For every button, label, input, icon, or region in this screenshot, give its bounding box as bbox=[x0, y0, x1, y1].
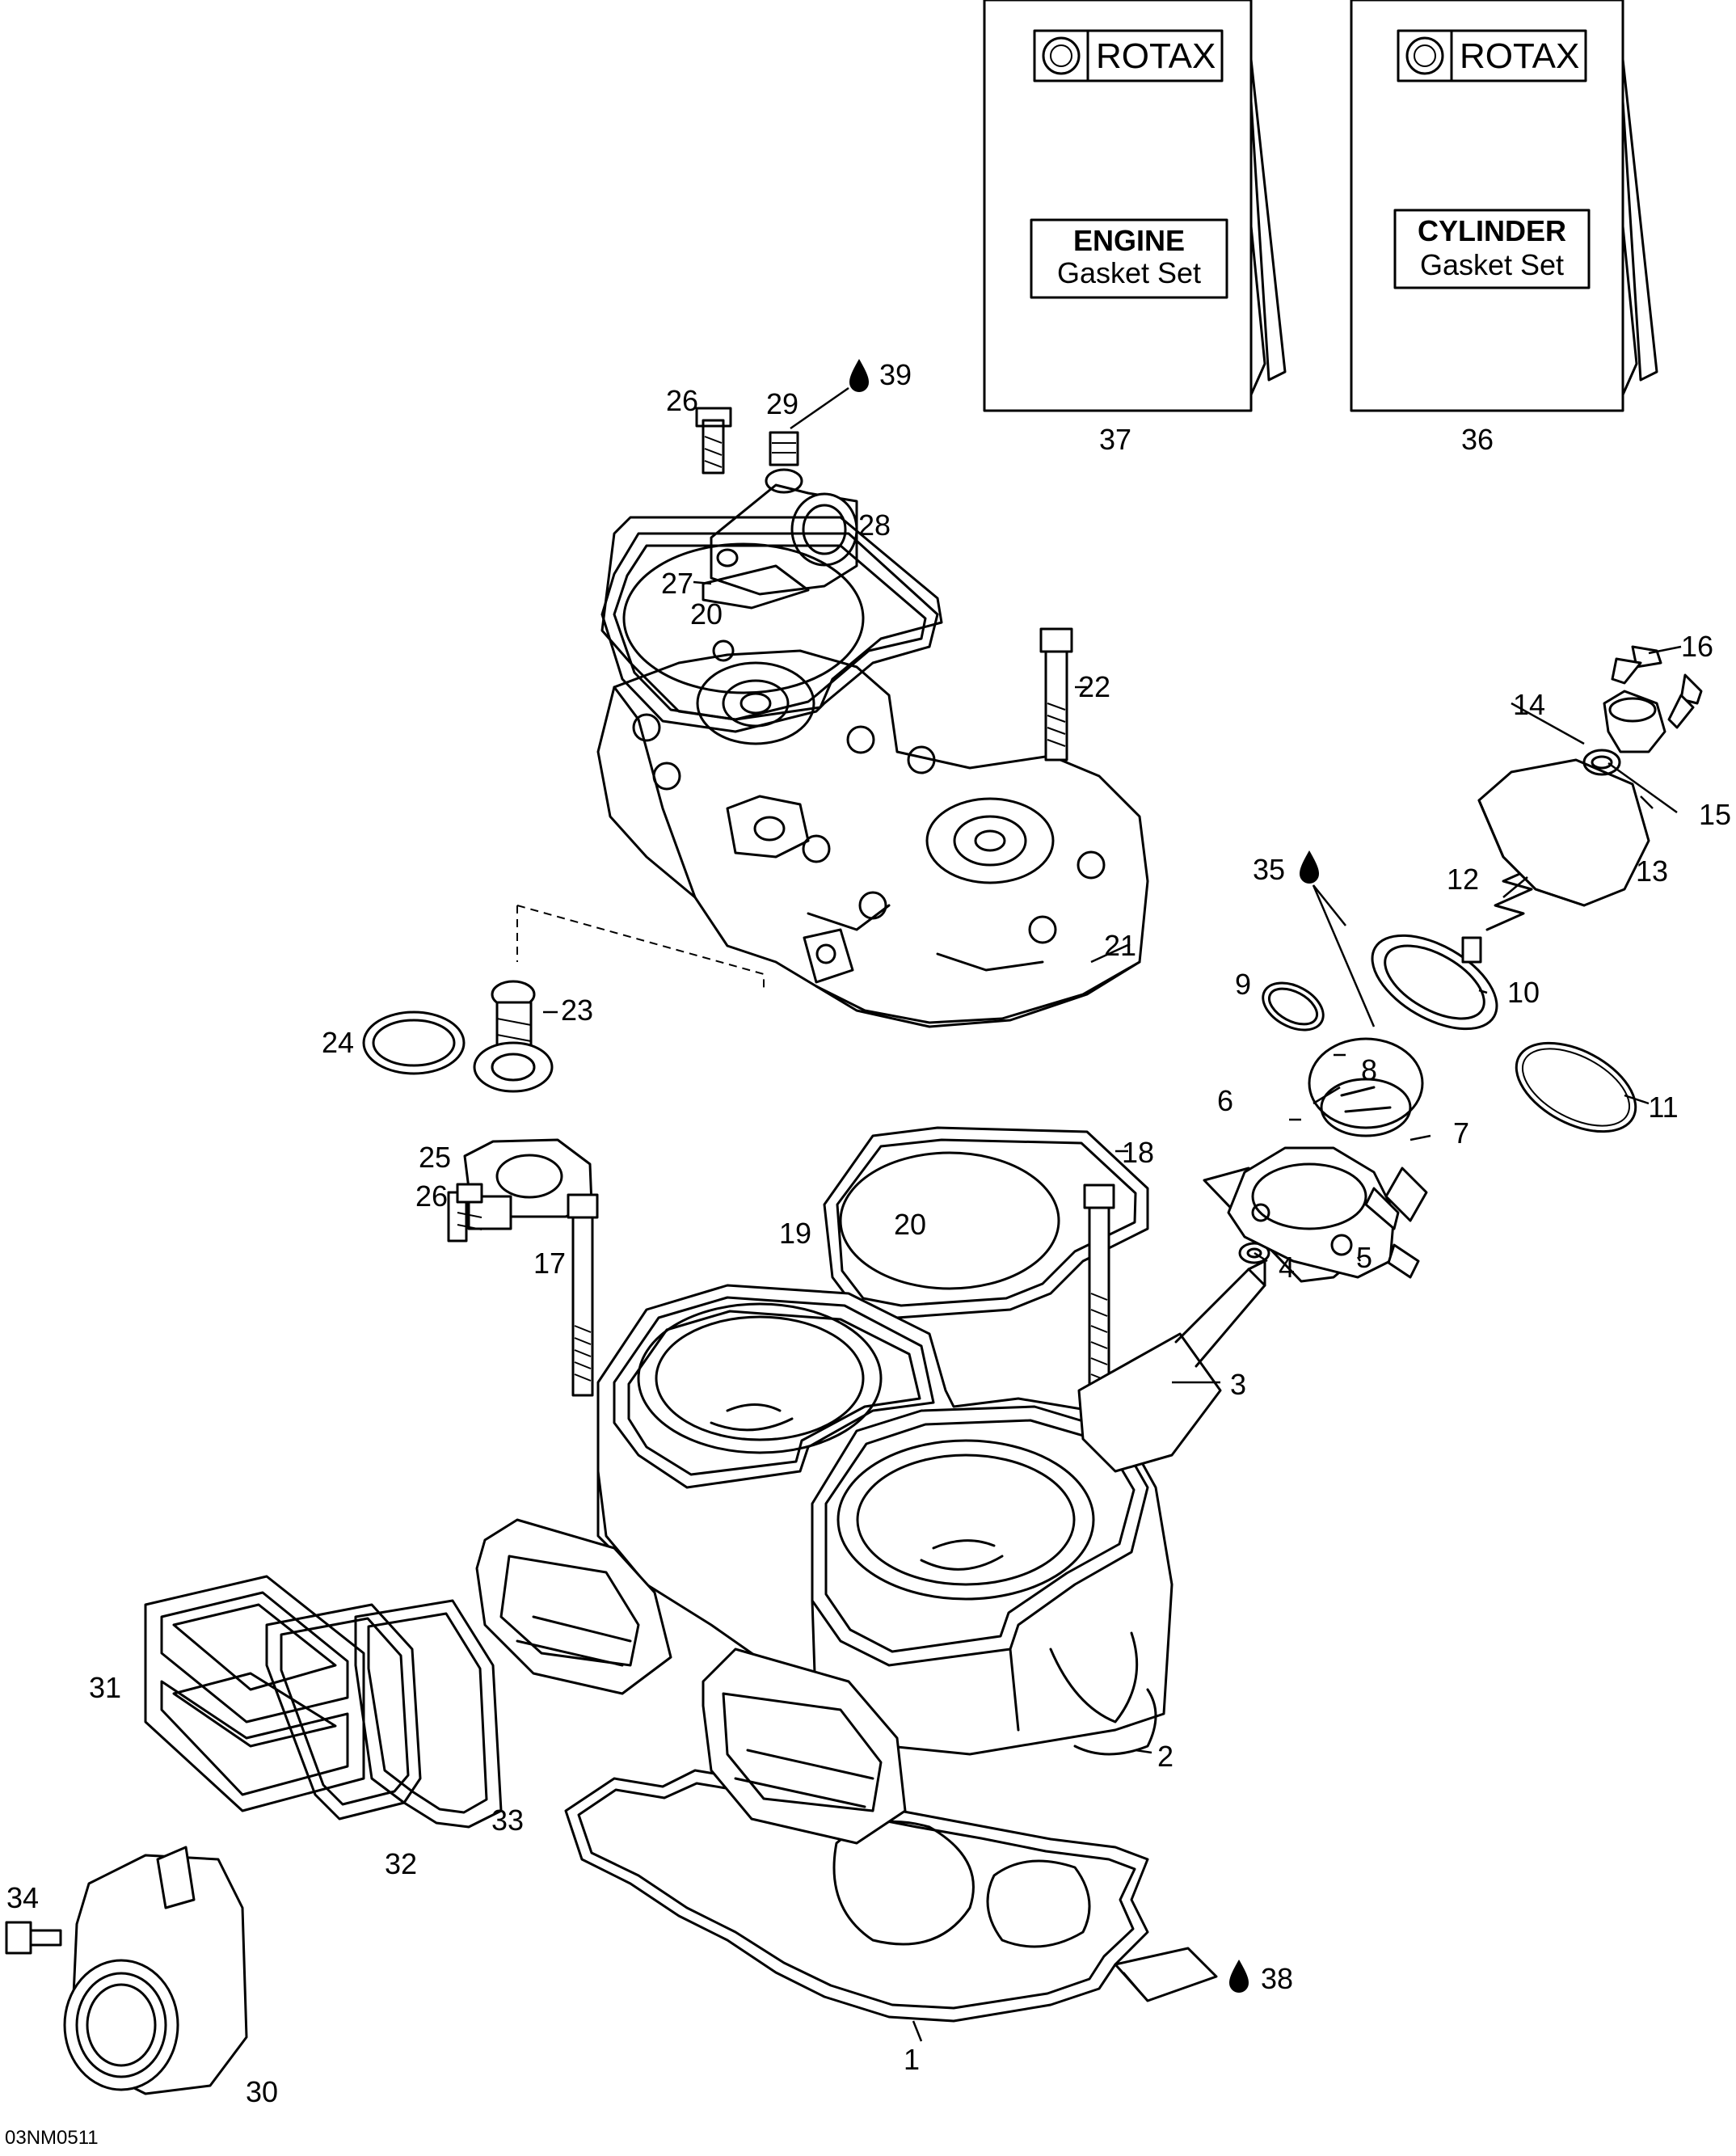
callout-6: 6 bbox=[1217, 1084, 1233, 1117]
carburetor-adaptor[interactable] bbox=[5, 1846, 248, 2095]
callout-31: 31 bbox=[89, 1671, 121, 1704]
callout-11: 11 bbox=[1648, 1091, 1678, 1124]
kit-title-engine: ENGINE bbox=[1073, 224, 1185, 257]
callout-25: 25 bbox=[419, 1141, 451, 1174]
callout-34: 34 bbox=[6, 1881, 39, 1914]
head-gasket-upper[interactable] bbox=[600, 516, 943, 733]
callout-20-lower: 20 bbox=[894, 1208, 926, 1241]
callout-39: 39 bbox=[879, 358, 912, 391]
callout-28: 28 bbox=[858, 508, 891, 542]
callout-15: 15 bbox=[1699, 798, 1731, 831]
callout-22: 22 bbox=[1078, 670, 1110, 703]
callout-7: 7 bbox=[1453, 1116, 1469, 1150]
reed-valve-block[interactable] bbox=[144, 1575, 365, 1812]
callout-21: 21 bbox=[1104, 929, 1136, 962]
callout-5: 5 bbox=[1356, 1241, 1372, 1274]
oil-drop-icon-35 bbox=[1300, 850, 1319, 884]
kit-title-cylinder: CYLINDER bbox=[1418, 214, 1566, 247]
reed-gasket-33[interactable] bbox=[354, 1599, 503, 1829]
rave-valve-assembly[interactable] bbox=[1077, 645, 1703, 1473]
diagram-code: 03NM0511 bbox=[5, 2127, 99, 2149]
callout-17: 17 bbox=[533, 1247, 566, 1280]
rotax-logo-engine-kit: ROTAX bbox=[1033, 29, 1224, 82]
callout-20-upper: 20 bbox=[690, 597, 723, 631]
callout-24: 24 bbox=[322, 1026, 354, 1059]
callout-2: 2 bbox=[1157, 1740, 1173, 1773]
oil-drop-icon-39 bbox=[849, 359, 869, 392]
callout-32: 32 bbox=[385, 1847, 417, 1880]
intake-manifold-right[interactable] bbox=[702, 1648, 907, 1845]
engine-gasket-set-kit[interactable]: ROTAX ENGINE Gasket Set 37 bbox=[983, 0, 1287, 456]
callout-10: 10 bbox=[1507, 976, 1540, 1009]
callout-26-bottom: 26 bbox=[415, 1179, 448, 1213]
rotax-logo-cylinder-kit: ROTAX bbox=[1397, 29, 1587, 82]
callout-12: 12 bbox=[1447, 863, 1479, 896]
callout-27: 27 bbox=[661, 567, 693, 600]
kit-subtitle-cylinder: Gasket Set bbox=[1420, 248, 1564, 281]
callout-14: 14 bbox=[1513, 688, 1545, 721]
callout-38: 38 bbox=[1261, 1962, 1293, 1995]
callout-35: 35 bbox=[1253, 853, 1285, 886]
head-screw-22[interactable] bbox=[1039, 627, 1087, 762]
callout-labels: 1 2 3 4 5 6 7 8 9 10 11 12 13 14 15 16 1… bbox=[6, 358, 1731, 2108]
intake-manifold-left[interactable] bbox=[475, 1518, 672, 1695]
callout-3: 3 bbox=[1230, 1368, 1246, 1401]
callout-37: 37 bbox=[1099, 423, 1131, 456]
cylinder-head[interactable] bbox=[596, 639, 1149, 1028]
callout-9: 9 bbox=[1235, 968, 1251, 1001]
thermostat-group[interactable] bbox=[362, 980, 593, 1243]
kit-subtitle-engine: Gasket Set bbox=[1057, 256, 1201, 289]
callout-29: 29 bbox=[766, 387, 798, 420]
callout-1: 1 bbox=[904, 2043, 920, 2076]
cylinder-block[interactable] bbox=[596, 1284, 1173, 1756]
callout-16: 16 bbox=[1681, 630, 1713, 663]
brand-name-engine-kit: ROTAX bbox=[1096, 36, 1216, 76]
callout-8: 8 bbox=[1361, 1053, 1377, 1086]
cylinder-gasket-set-kit[interactable]: ROTAX CYLINDER Gasket Set 36 bbox=[1350, 0, 1658, 456]
callout-23: 23 bbox=[561, 994, 593, 1027]
water-outlet-assembly[interactable] bbox=[693, 386, 858, 610]
callout-18: 18 bbox=[1122, 1136, 1154, 1169]
oil-drop-icon-38 bbox=[1229, 1960, 1249, 1993]
brand-name-cylinder-kit: ROTAX bbox=[1460, 36, 1579, 76]
callout-30: 30 bbox=[246, 2075, 278, 2108]
stud-18[interactable] bbox=[1083, 1150, 1128, 1395]
stud-17[interactable] bbox=[567, 1193, 599, 1397]
alignment-dashed-line bbox=[516, 905, 765, 990]
callout-19: 19 bbox=[779, 1217, 811, 1250]
callout-4: 4 bbox=[1279, 1251, 1295, 1284]
callout-13: 13 bbox=[1636, 854, 1668, 888]
callout-26-top: 26 bbox=[666, 384, 698, 417]
callout-36: 36 bbox=[1461, 423, 1494, 456]
callout-33: 33 bbox=[491, 1804, 524, 1837]
